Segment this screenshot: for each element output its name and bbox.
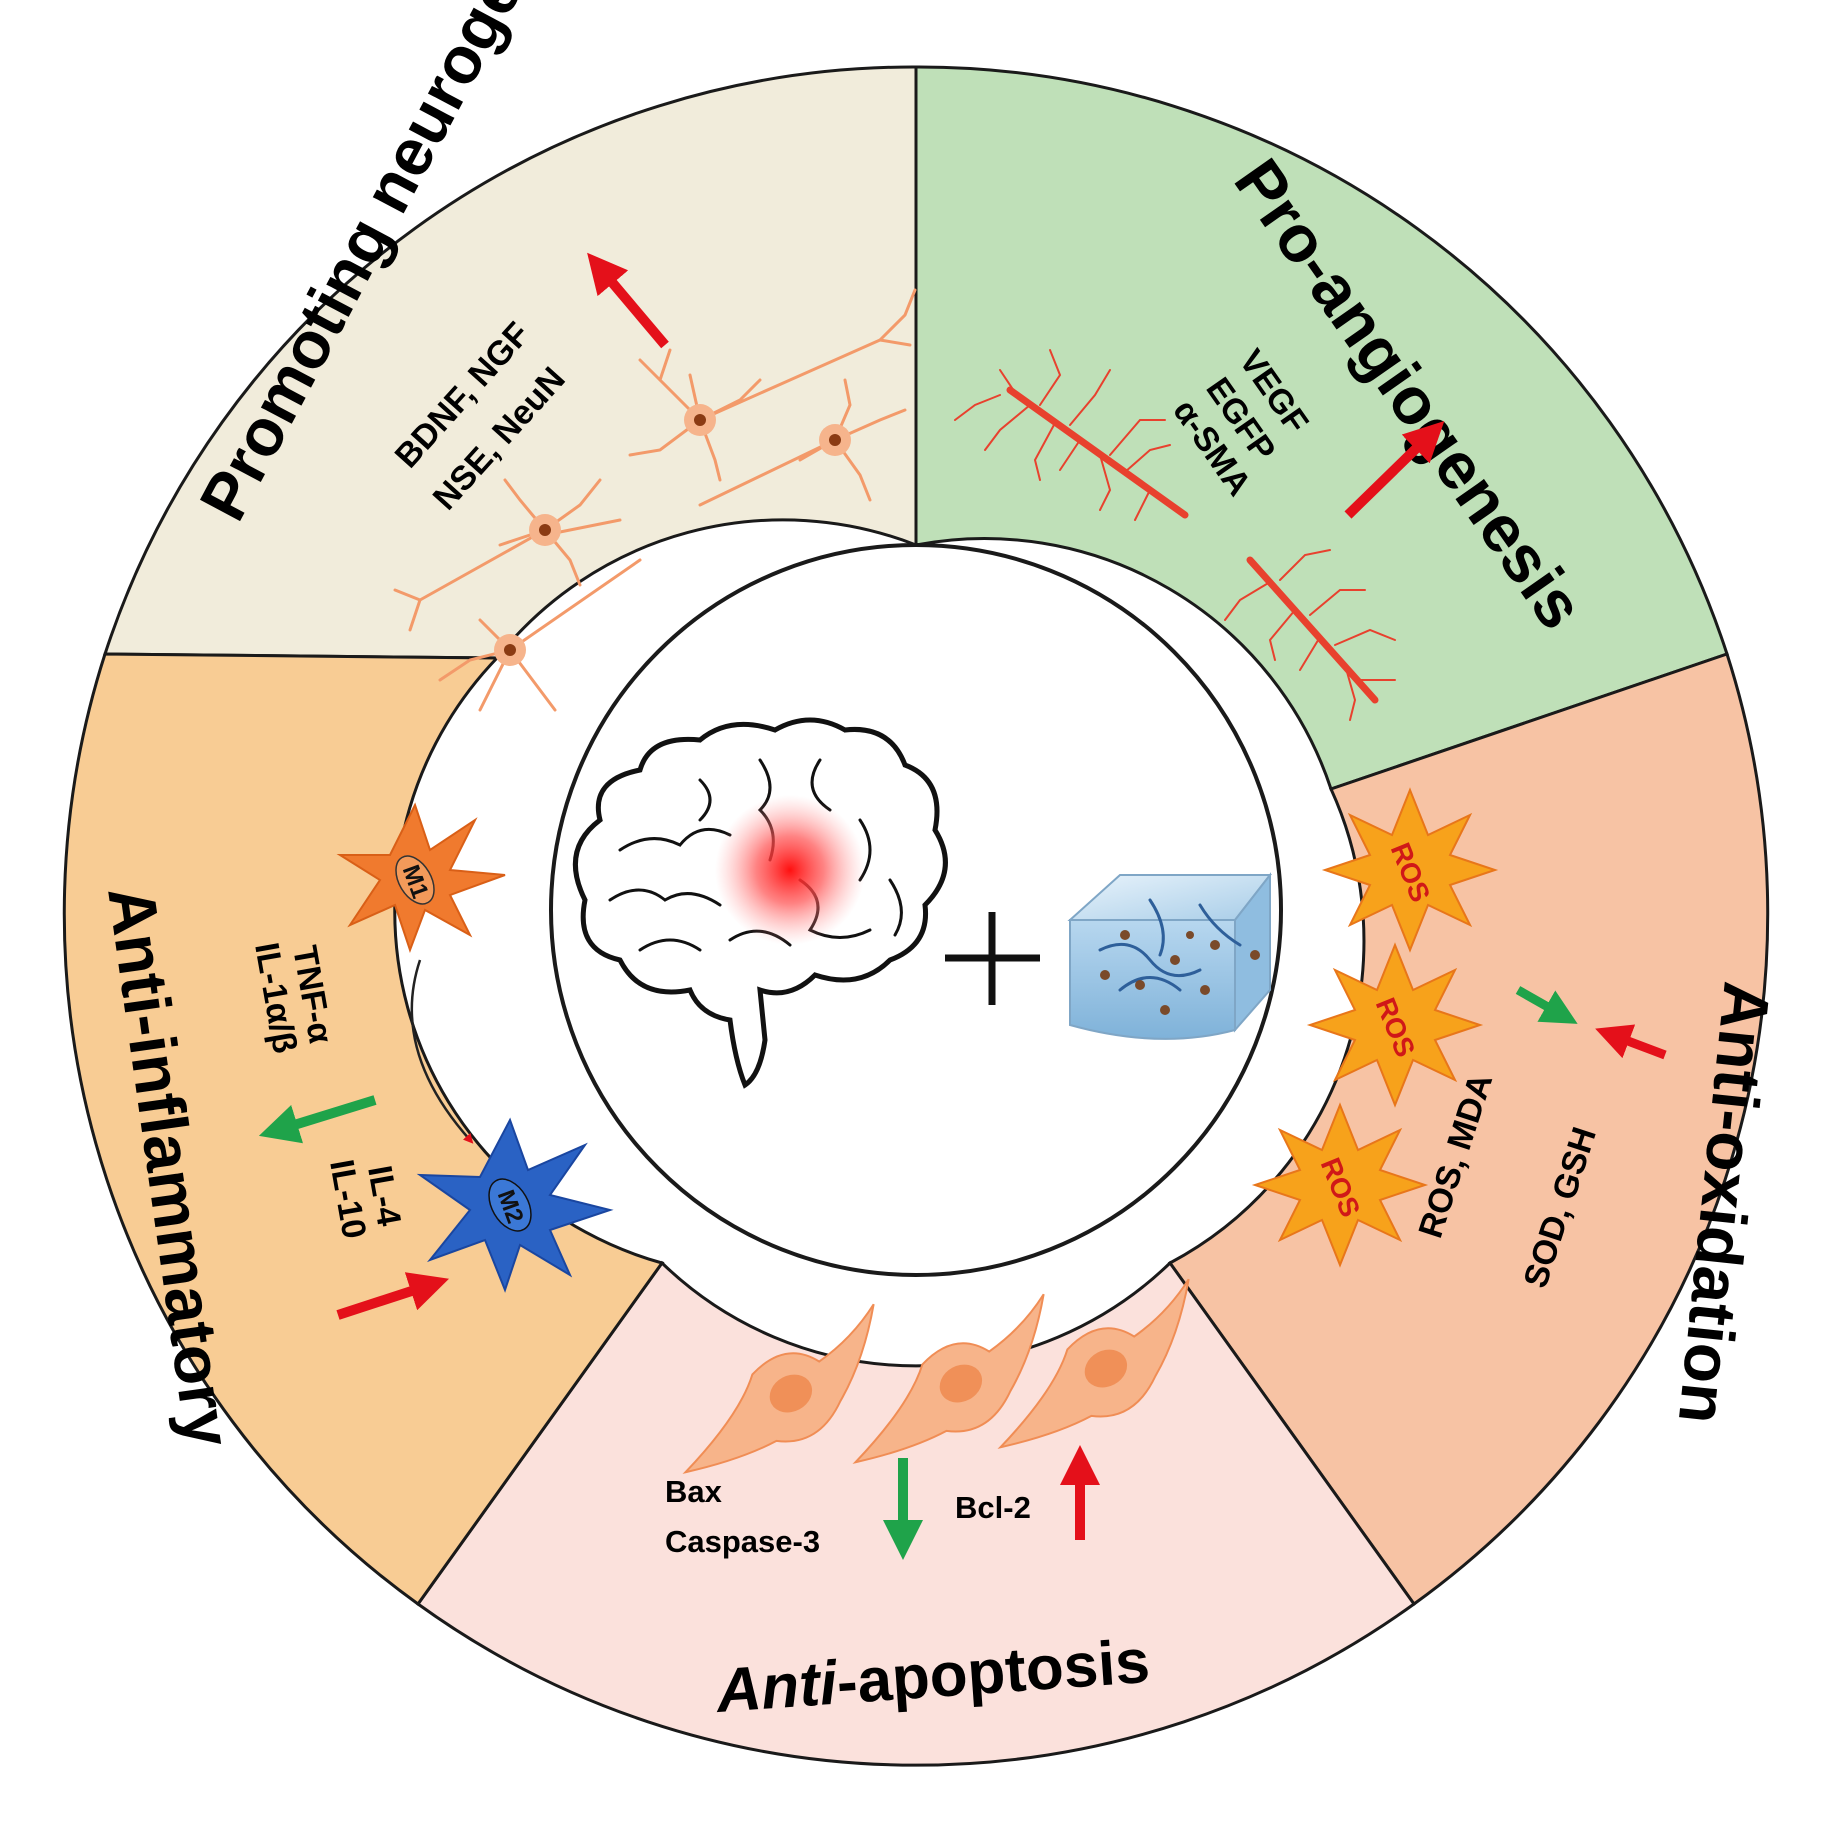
ros-burst-3: ROS	[1251, 1102, 1429, 1268]
blood-vessels	[954, 349, 1396, 721]
down-arrow-inflammatory	[258, 1095, 377, 1144]
segment-angiogenesis	[914, 65, 1729, 791]
ros-burst-1: ROS	[1321, 787, 1499, 953]
neuron-network	[393, 288, 917, 712]
m1-to-m2-arrow	[410, 959, 474, 1144]
ros-bursts: ROS ROS ROS	[1251, 787, 1499, 1268]
cell-1	[682, 1303, 875, 1474]
brain-icon	[572, 717, 948, 1089]
ros-burst-2: ROS	[1306, 942, 1484, 1108]
down-arrow-oxidation	[1515, 986, 1578, 1024]
apoptosis-cells	[682, 1278, 1190, 1474]
neuron-nucleus	[504, 644, 516, 656]
marker-bax: Bax	[665, 1474, 723, 1509]
marker-bcl-2: Bcl-2	[955, 1490, 1031, 1525]
ring-segments	[62, 65, 1770, 1767]
cell-3	[997, 1278, 1190, 1449]
segment-neurogenesis	[102, 65, 918, 660]
neuron-nucleus	[539, 524, 551, 536]
segment-oxidation	[1167, 652, 1770, 1607]
cell-2	[852, 1293, 1045, 1464]
plus-sign	[945, 912, 1040, 1005]
m1-microglia: M1	[336, 802, 506, 953]
up-arrow-oxidation	[1595, 1024, 1667, 1060]
marker-caspase-3: Caspase-3	[665, 1524, 820, 1559]
neuron-somas	[494, 404, 851, 666]
m2-microglia: M2	[416, 1117, 614, 1293]
hydrogel-cube-icon	[1067, 872, 1273, 1040]
neuron-nucleus	[829, 434, 841, 446]
up-arrow-angiogenesis	[1344, 421, 1445, 519]
up-arrow-neurogenesis	[587, 252, 669, 349]
injury-site	[715, 795, 865, 945]
segment-inflammatory	[62, 652, 665, 1607]
title-apoptosis-italic: Anti	[712, 1649, 841, 1727]
neuron-nucleus	[694, 414, 706, 426]
up-arrow-inflammatory	[336, 1272, 450, 1320]
